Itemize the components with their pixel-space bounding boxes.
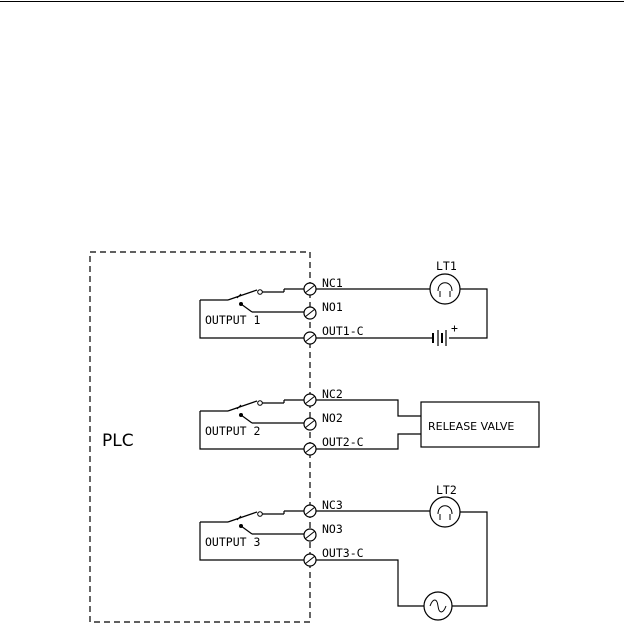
terminal-label-nc2: NC2 (322, 387, 343, 401)
output-1-switch-blade (227, 289, 258, 301)
battery-icon (432, 330, 447, 346)
output-3-switch-blade (227, 511, 258, 523)
output-3-common-bus (199, 522, 310, 561)
terminal-label-out1-c: OUT1-C (322, 324, 364, 338)
terminal-label-no3: NO3 (322, 522, 343, 536)
output-2-common-bus (199, 411, 310, 450)
output-group-3: OUTPUT 3 NC3 NO3 OUT3-C LT2 (199, 483, 488, 621)
terminal-label-out3-c: OUT3-C (322, 546, 364, 560)
output-group-2: OUTPUT 2 NC2 NO2 OUT2-C RELEASE VALVE (199, 387, 540, 456)
output-3-label: OUTPUT 3 (205, 535, 260, 549)
output-2-switch-blade (227, 400, 258, 412)
lamp-lt1-label: LT1 (436, 259, 457, 273)
lamp-lt2-label: LT2 (436, 483, 457, 497)
terminal-label-nc3: NC3 (322, 498, 343, 512)
battery-plus-sign: + (451, 321, 458, 335)
terminal-label-no2: NO2 (322, 411, 343, 425)
plc-boundary (89, 251, 311, 623)
terminal-nc3 (303, 504, 317, 518)
output-2-nc-contact (257, 400, 263, 406)
output-2-label: OUTPUT 2 (205, 424, 260, 438)
output-group-1: OUTPUT 1 NC1 NO1 OUT1-C LT1 (199, 259, 488, 346)
release-valve-label: RELEASE VALVE (428, 420, 514, 433)
terminal-out3-c (303, 553, 317, 567)
lamp-lt2-icon (429, 496, 461, 528)
terminal-label-out2-c: OUT2-C (322, 435, 364, 449)
terminal-no1 (303, 306, 317, 320)
terminal-nc2 (303, 393, 317, 407)
terminal-label-no1: NO1 (322, 300, 343, 314)
output-1-nc-contact (257, 289, 263, 295)
output-3-nc-contact (257, 511, 263, 517)
terminal-out2-c (303, 442, 317, 456)
terminal-nc1 (303, 282, 317, 296)
terminal-no2 (303, 417, 317, 431)
release-valve-box (420, 401, 540, 448)
terminal-label-nc1: NC1 (322, 276, 343, 290)
output-1-label: OUTPUT 1 (205, 313, 260, 327)
terminal-no3 (303, 528, 317, 542)
lamp-lt1-icon (429, 273, 461, 305)
terminal-out1-c (303, 331, 317, 345)
output-1-common-bus (199, 300, 310, 339)
plc-label: PLC (102, 431, 134, 451)
